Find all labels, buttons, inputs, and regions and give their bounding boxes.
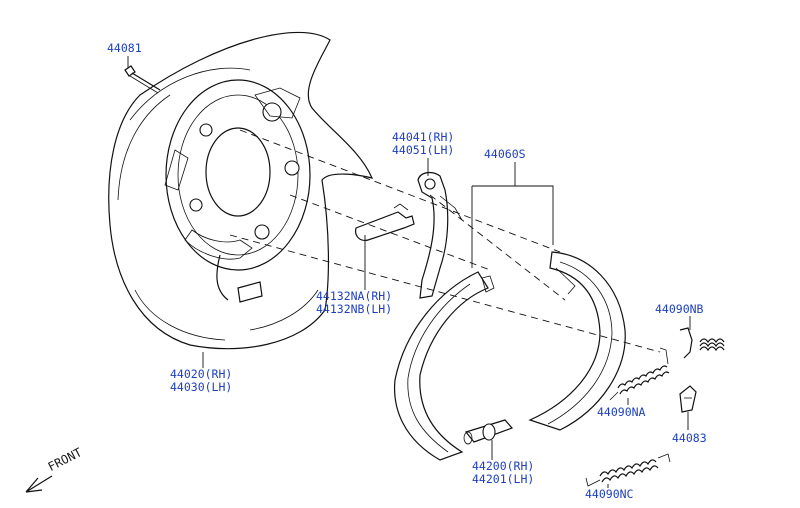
callout-44060s[interactable]: 44060S: [484, 148, 526, 161]
callout-44020-label: 44020(RH): [170, 367, 233, 381]
callout-44090nb-label: 44090NB: [655, 302, 704, 316]
spring-44090nc: [585, 453, 671, 487]
spring-44090na: [609, 347, 670, 401]
callout-44060s-label: 44060S: [484, 147, 526, 161]
spring-44090nb: [679, 327, 725, 359]
callout-44090nb[interactable]: 44090NB: [655, 303, 703, 316]
adjuster-assembly: [463, 419, 514, 445]
backing-plate: [108, 31, 374, 350]
callout-44051-label: 44051(LH): [392, 143, 455, 157]
leader-lines: [127, 56, 691, 488]
callout-44030-label: 44030(LH): [170, 380, 233, 394]
callout-44083-label: 44083: [672, 431, 707, 445]
callout-44041-label: 44041(RH): [392, 130, 455, 144]
parking-brake-lever: [417, 171, 463, 299]
callout-44090nc-label: 44090NC: [585, 487, 634, 501]
callout-44081-label: 44081: [107, 41, 142, 55]
callout-44132[interactable]: 44132NA(RH) 44132NB(LH): [316, 290, 392, 316]
front-arrow-icon: [25, 475, 53, 493]
callout-44090na-label: 44090NA: [597, 405, 646, 419]
callout-44020-44030[interactable]: 44020(RH) 44030(LH): [170, 368, 232, 394]
brake-shoe-left: [393, 271, 495, 461]
callout-44041-44051[interactable]: 44041(RH) 44051(LH): [392, 131, 454, 157]
callout-44081[interactable]: 44081: [107, 42, 142, 55]
callout-44083[interactable]: 44083: [672, 432, 707, 445]
callout-44201-label: 44201(LH): [472, 472, 535, 486]
callout-44132na-label: 44132NA(RH): [316, 289, 393, 303]
retainer-clip-44083: [679, 385, 697, 413]
brake-shoe-right: [528, 251, 626, 431]
callout-44090nc[interactable]: 44090NC: [585, 488, 633, 501]
bolt-44081: [124, 65, 161, 94]
callout-44132nb-label: 44132NB(LH): [316, 302, 393, 316]
callout-44200-label: 44200(RH): [472, 459, 535, 473]
adjuster-strut: [355, 203, 415, 241]
callout-44090na[interactable]: 44090NA: [597, 406, 645, 419]
callout-44200-44201[interactable]: 44200(RH) 44201(LH): [472, 460, 534, 486]
